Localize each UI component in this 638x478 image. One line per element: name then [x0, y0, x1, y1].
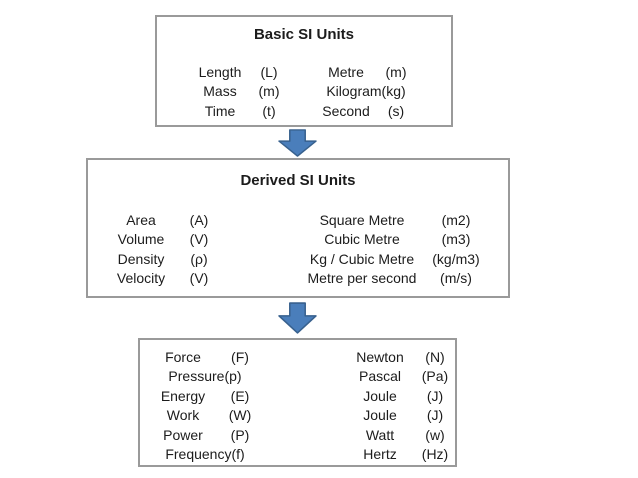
mechanical-units-box: Force (F) Newton (N) Pressure(p) Pascal … [138, 338, 457, 467]
quantity-name: Density [117, 250, 165, 267]
unit-name: Joule [363, 407, 397, 424]
quantity-name: Length [198, 64, 242, 80]
quantity-name: Time [204, 102, 236, 119]
quantity-name: Area [126, 212, 156, 228]
quantity-symbol: (t) [262, 102, 276, 119]
table-row: Power (P) Watt (w) [140, 426, 455, 445]
unit-symbol: (m3) [441, 231, 471, 248]
unit-name: Newton [356, 349, 404, 365]
table-row: Area (A) Square Metre (m2) [88, 211, 508, 230]
table-row: Velocity (V) Metre per second (m/s) [88, 269, 508, 288]
table-row: Time (t) Second (s) [157, 102, 451, 121]
quantity-name: Volume [117, 231, 165, 248]
unit-symbol: (Pa) [421, 368, 449, 385]
derived-si-units-box: Derived SI Units Area (A) Square Metre (… [86, 158, 510, 298]
quantity-symbol: (E) [230, 387, 250, 404]
quantity-name: Pressure(p) [168, 368, 242, 385]
quantity-symbol: (V) [189, 231, 209, 248]
quantity-symbol: (F) [231, 349, 249, 365]
unit-symbol: (m/s) [440, 270, 472, 287]
unit-symbol: (m) [385, 64, 407, 80]
unit-symbol: (kg/m3) [432, 250, 480, 267]
unit-name: Hertz [363, 446, 397, 463]
quantity-symbol: (A) [189, 212, 209, 228]
quantity-symbol: (P) [230, 426, 250, 443]
quantity-name: Velocity [116, 270, 166, 287]
unit-name: Cubic Metre [324, 231, 400, 248]
basic-si-units-title: Basic SI Units [253, 26, 355, 43]
unit-name: Metre per second [307, 270, 417, 287]
unit-symbol: (J) [426, 407, 444, 424]
mechanical-units-table: Force (F) Newton (N) Pressure(p) Pascal … [140, 348, 455, 464]
unit-symbol: (s) [387, 102, 405, 119]
table-row: Work (W) Joule (J) [140, 406, 455, 425]
unit-symbol: (Hz) [421, 446, 449, 463]
down-arrow-icon [278, 302, 317, 334]
table-row: Frequency(f) Hertz (Hz) [140, 445, 455, 464]
quantity-name: Force [165, 349, 201, 365]
quantity-symbol: (V) [189, 270, 209, 287]
unit-symbol: (w) [425, 426, 445, 443]
basic-si-units-box: Basic SI Units Length (L) Metre (m) Mass… [155, 15, 453, 127]
basic-si-units-table: Length (L) Metre (m) Mass (m) Kilogram(k… [157, 63, 451, 121]
quantity-symbol: (m) [258, 83, 280, 100]
table-row: Force (F) Newton (N) [140, 348, 455, 367]
unit-name: Metre [328, 64, 364, 80]
unit-symbol: (m2) [441, 212, 471, 228]
quantity-symbol: (W) [228, 407, 252, 424]
unit-symbol: (J) [426, 387, 444, 404]
unit-name: Kg / Cubic Metre [309, 250, 415, 267]
quantity-symbol: (L) [260, 64, 278, 80]
derived-si-units-title: Derived SI Units [240, 172, 356, 189]
quantity-name: Energy [160, 387, 206, 404]
derived-si-units-table: Area (A) Square Metre (m2) Volume (V) Cu… [88, 211, 508, 289]
quantity-name: Frequency(f) [165, 446, 245, 463]
unit-name: Kilogram(kg) [326, 83, 406, 100]
unit-name: Pascal [358, 368, 402, 385]
unit-name: Square Metre [319, 212, 405, 228]
table-row: Length (L) Metre (m) [157, 63, 451, 82]
unit-name: Watt [365, 426, 395, 443]
table-row: Pressure(p) Pascal (Pa) [140, 367, 455, 386]
quantity-name: Mass [203, 83, 237, 100]
table-row: Density (ρ) Kg / Cubic Metre (kg/m3) [88, 250, 508, 269]
quantity-symbol: (ρ) [190, 250, 208, 267]
quantity-name: Work [166, 407, 200, 424]
unit-name: Second [322, 102, 370, 119]
quantity-name: Power [163, 426, 203, 443]
unit-name: Joule [363, 387, 397, 404]
table-row: Mass (m) Kilogram(kg) [157, 82, 451, 101]
table-row: Volume (V) Cubic Metre (m3) [88, 230, 508, 249]
table-row: Energy (E) Joule (J) [140, 387, 455, 406]
unit-symbol: (N) [425, 349, 445, 365]
down-arrow-icon [278, 129, 317, 157]
